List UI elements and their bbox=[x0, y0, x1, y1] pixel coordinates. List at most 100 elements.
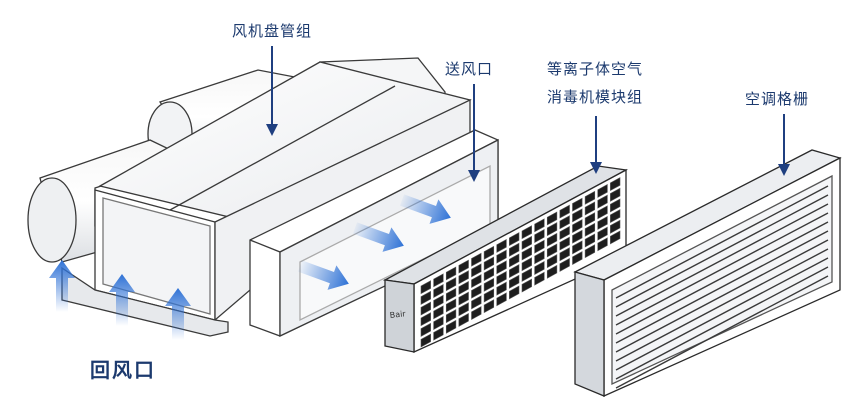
module-cell bbox=[584, 201, 596, 216]
module-cell bbox=[496, 292, 507, 307]
base-plate bbox=[61, 266, 229, 337]
grille-slat bbox=[615, 212, 829, 326]
module-cell bbox=[610, 219, 621, 234]
module-cell bbox=[509, 274, 520, 289]
module-cell bbox=[483, 256, 495, 271]
module-cell bbox=[445, 298, 457, 313]
airflow-arrow bbox=[399, 194, 451, 224]
module-cell bbox=[509, 253, 520, 268]
module-cell bbox=[483, 245, 495, 260]
down-pointer-arrow bbox=[266, 46, 278, 136]
plasma-module-label-line2: 消毒机模块组 bbox=[547, 88, 644, 106]
module-cell bbox=[509, 242, 520, 257]
module-cell bbox=[483, 288, 495, 303]
plasma-disinfection-module: Bair bbox=[382, 165, 629, 354]
module-cell bbox=[420, 322, 431, 337]
module-cell bbox=[420, 301, 431, 316]
module-cell bbox=[521, 267, 532, 282]
module-cell bbox=[445, 309, 457, 324]
airflow-arrow bbox=[297, 260, 349, 290]
module-cell bbox=[483, 277, 495, 292]
module-cell bbox=[559, 236, 570, 251]
module-cell bbox=[597, 237, 608, 252]
module-cell bbox=[458, 312, 469, 327]
air-conditioning-grille bbox=[573, 149, 842, 398]
module-cell bbox=[584, 190, 596, 205]
module-cell bbox=[546, 232, 558, 247]
grille-slat bbox=[615, 230, 829, 344]
module-cell bbox=[572, 208, 583, 223]
module-cell bbox=[597, 205, 608, 220]
module-cell bbox=[433, 273, 444, 288]
module-cell bbox=[471, 284, 482, 299]
module-cell bbox=[534, 218, 545, 233]
grille-slat bbox=[615, 257, 829, 371]
airflow-arrow bbox=[352, 222, 404, 252]
module-cell bbox=[610, 177, 621, 192]
plasma-module-label-line1: 等离子体空气 bbox=[547, 60, 644, 78]
grille-slat bbox=[615, 185, 829, 299]
grille-slat bbox=[615, 275, 829, 389]
module-cell bbox=[445, 277, 457, 292]
down-pointer-arrow bbox=[778, 114, 790, 176]
module-cell bbox=[584, 222, 596, 237]
grille-slat bbox=[615, 266, 829, 380]
fan-coil-label: 风机盘管组 bbox=[232, 22, 313, 40]
module-cell bbox=[546, 222, 558, 237]
grille-slat bbox=[615, 239, 829, 353]
module-cell bbox=[496, 249, 507, 264]
down-pointer-arrow bbox=[590, 116, 602, 174]
module-cell bbox=[559, 247, 570, 262]
module-cell bbox=[584, 244, 596, 259]
module-cell bbox=[559, 215, 570, 230]
module-cell bbox=[559, 204, 570, 219]
module-cell bbox=[521, 246, 532, 261]
module-cell bbox=[471, 274, 482, 289]
module-cell bbox=[420, 280, 431, 295]
module-cell bbox=[559, 225, 570, 240]
module-cell bbox=[572, 240, 583, 255]
module-cell bbox=[458, 259, 469, 274]
module-cell bbox=[458, 302, 469, 317]
module-cell bbox=[521, 235, 532, 250]
module-cell bbox=[572, 251, 583, 266]
module-cell bbox=[420, 333, 431, 348]
module-cell bbox=[610, 209, 621, 224]
return-inlet-label: 回风口 bbox=[90, 358, 156, 382]
grille-slat bbox=[615, 194, 829, 308]
supply-airflow-arrows bbox=[297, 194, 451, 290]
module-cell bbox=[584, 212, 596, 227]
module-cell bbox=[559, 257, 570, 272]
module-cell bbox=[471, 252, 482, 267]
module-cell bbox=[445, 266, 457, 281]
module-cell bbox=[445, 319, 457, 334]
module-cell bbox=[458, 291, 469, 306]
return-airflow-arrows bbox=[49, 260, 191, 340]
module-cell bbox=[509, 264, 520, 279]
grille-slats bbox=[615, 185, 829, 389]
module-cell bbox=[597, 184, 608, 198]
module-cell bbox=[471, 295, 482, 310]
grille-slat bbox=[615, 203, 829, 317]
module-cell bbox=[509, 232, 520, 247]
module-cell bbox=[471, 263, 482, 278]
module-cell bbox=[433, 316, 444, 330]
module-cell bbox=[445, 287, 457, 302]
module-cell bbox=[521, 225, 532, 240]
module-cell bbox=[483, 267, 495, 282]
module-cell bbox=[534, 250, 545, 265]
supply-outlet-label: 送风口 bbox=[445, 60, 494, 78]
module-cell bbox=[534, 271, 545, 286]
module-cell bbox=[572, 219, 583, 234]
module-cell bbox=[521, 278, 532, 293]
upward-airflow-arrow bbox=[165, 288, 191, 340]
upward-airflow-arrow bbox=[49, 260, 75, 312]
module-cell bbox=[433, 305, 444, 320]
module-cell bbox=[433, 294, 444, 309]
module-cell bbox=[597, 216, 608, 230]
module-cell bbox=[572, 229, 583, 244]
grille-label: 空调格栅 bbox=[745, 90, 810, 108]
module-cell bbox=[496, 271, 507, 285]
